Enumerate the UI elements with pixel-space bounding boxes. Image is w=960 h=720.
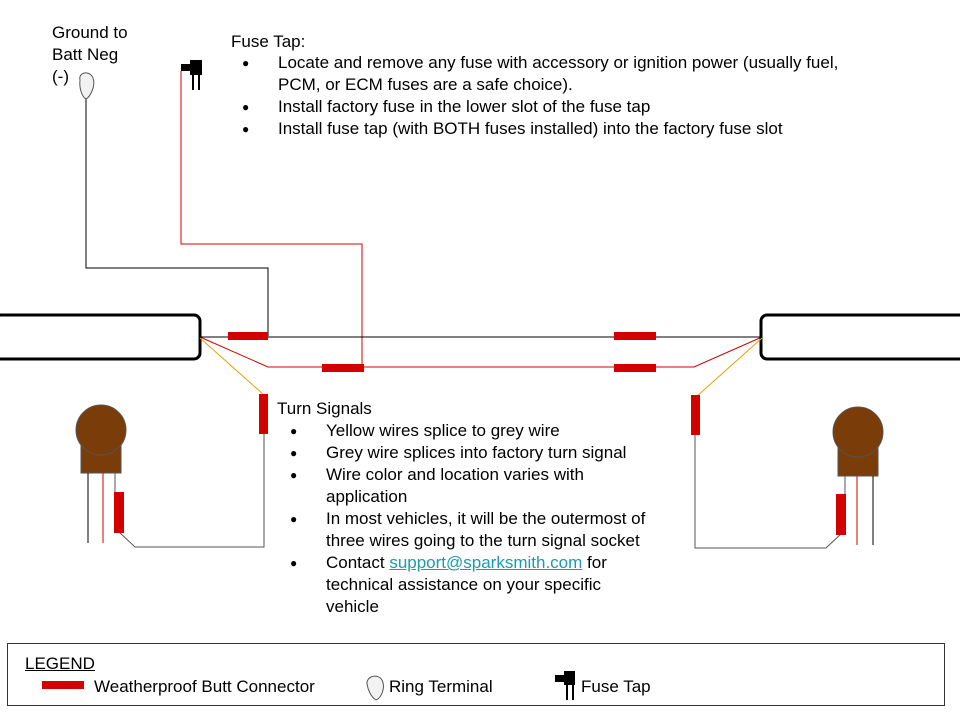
turn-signals-instructions: Yellow wires splice to grey wire Grey wi… (290, 420, 710, 618)
ground-label-line: Batt Neg (52, 45, 119, 64)
legend-ring-terminal-icon (366, 675, 384, 701)
support-email-link[interactable]: support@sparksmith.com (389, 553, 583, 572)
ground-label-line: Ground to (52, 23, 128, 42)
butt-connector-icon (614, 332, 656, 340)
grey-wire-right (694, 435, 843, 549)
butt-connector-icon (228, 332, 268, 340)
main-red-wire (199, 336, 763, 368)
legend-fuse-tap-label: Fuse Tap (581, 677, 651, 696)
turn-signal-socket-right (832, 406, 884, 545)
butt-connector-icon (322, 364, 364, 372)
butt-connectors (114, 332, 846, 535)
fuse-tap-instructions: Locate and remove any fuse with accessor… (242, 52, 858, 140)
ground-label-line: (-) (52, 67, 69, 86)
turn-signals-bullet: Grey wire splices into factory turn sign… (290, 442, 710, 464)
legend: LEGEND Weatherproof Butt Connector Ring … (7, 643, 945, 706)
legend-title: LEGEND (25, 654, 95, 673)
ring-terminal-icon (79, 72, 95, 100)
legend-connector-icon (42, 681, 84, 689)
grey-wire-left (118, 430, 265, 548)
turn-signals-bullet: Wire color and location varies with appl… (290, 464, 626, 508)
yellow-wire-left (199, 337, 265, 396)
ground-wire (85, 96, 269, 336)
fuse-tap-bullet: Install factory fuse in the lower slot o… (242, 96, 858, 118)
light-bar-right (759, 313, 960, 361)
legend-fuse-tap-icon (555, 671, 575, 700)
turn-signal-socket-left (75, 404, 127, 543)
butt-connector-icon (614, 364, 656, 372)
butt-connector-icon (259, 394, 268, 434)
turn-signals-bullet: Yellow wires splice to grey wire (290, 420, 710, 442)
legend-ring-terminal-label: Ring Terminal (389, 677, 493, 696)
yellow-wire-right (695, 337, 763, 398)
light-bar-left (0, 313, 202, 361)
fuse-tap-icon (181, 60, 202, 90)
butt-connector-icon (691, 395, 700, 435)
fuse-tap-title: Fuse Tap: (231, 32, 306, 51)
fuse-tap-bullet: Install fuse tap (with BOTH fuses instal… (242, 118, 858, 140)
fuse-tap-bullet: Locate and remove any fuse with accessor… (242, 52, 858, 96)
ground-label: Ground to Batt Neg (-) (52, 22, 128, 88)
turn-signals-title: Turn Signals (277, 399, 372, 418)
legend-connector-label: Weatherproof Butt Connector (94, 677, 315, 696)
butt-connector-icon (836, 494, 846, 535)
turn-signals-bullet: In most vehicles, it will be the outermo… (290, 508, 686, 552)
butt-connector-icon (114, 492, 124, 533)
turn-signals-bullet: Contact support@sparksmith.com for techn… (290, 552, 656, 618)
power-wire (180, 71, 363, 368)
